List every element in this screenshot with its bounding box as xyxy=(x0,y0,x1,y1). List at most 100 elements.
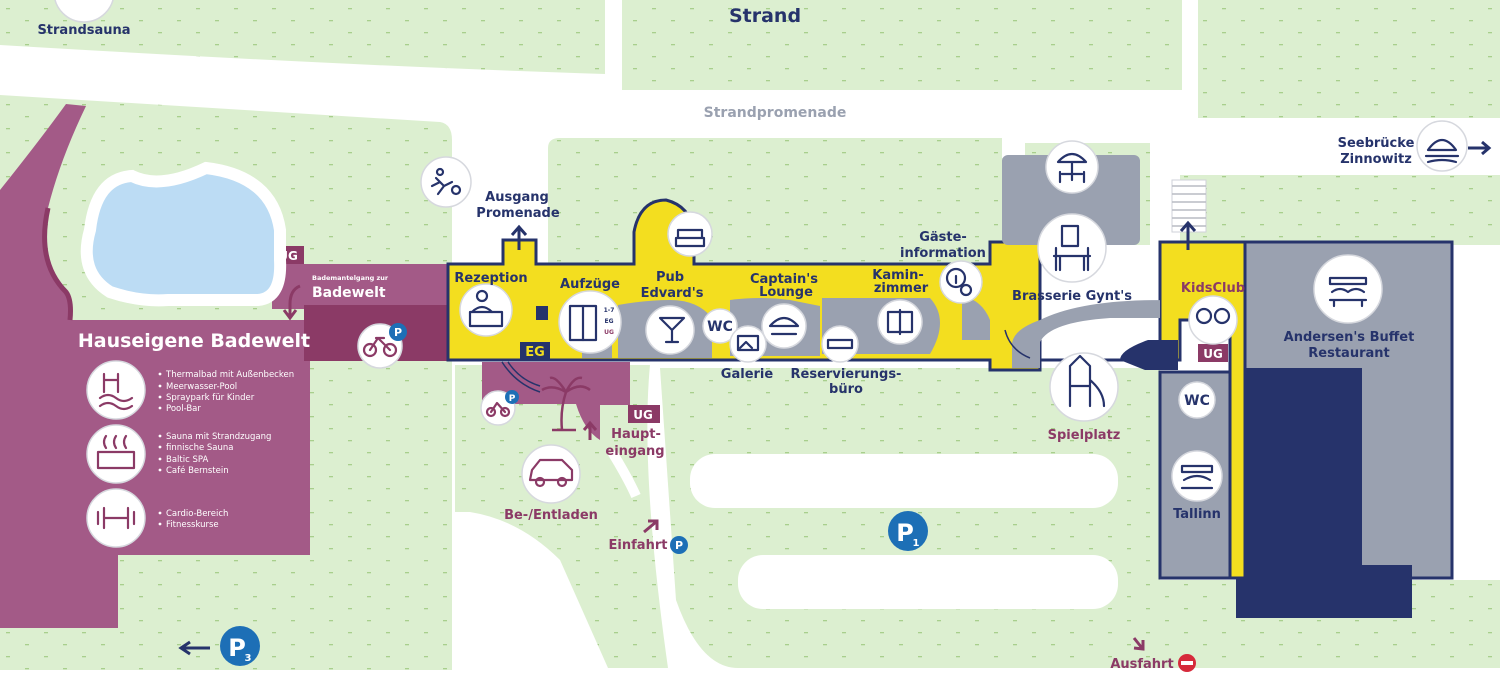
label-strandpromenade: Strandpromenade xyxy=(704,105,847,121)
brasserie-menu-icon[interactable] xyxy=(1037,213,1107,283)
strandsauna-icon[interactable] xyxy=(54,0,114,23)
label-pub: Pub xyxy=(656,270,684,285)
wellness-list-1: Thermalbad mit Außenbecken Meerwasser-Po… xyxy=(165,370,294,414)
gallery-icon[interactable] xyxy=(729,325,767,363)
captain-hat-icon[interactable] xyxy=(761,303,807,349)
fitness-icon[interactable] xyxy=(86,488,146,548)
label-eingang: eingang xyxy=(605,444,664,459)
reception-icon[interactable] xyxy=(459,283,513,337)
label-captains: Captain's xyxy=(750,272,818,287)
bike-parking-p-1: P xyxy=(394,326,402,339)
footpaths xyxy=(607,449,1118,609)
wellness-1-item-2: Meerwasser-Pool xyxy=(166,382,237,392)
label-edvards: Edvard's xyxy=(641,286,704,301)
info-icon[interactable] xyxy=(939,260,983,304)
label-buero: büro xyxy=(829,382,863,397)
elevator-icon[interactable]: 1-7 EG UG xyxy=(558,290,622,354)
lounge-sofa-icon[interactable] xyxy=(667,211,713,257)
label-tallinn: Tallinn xyxy=(1173,507,1221,522)
bike-parking-p-2: P xyxy=(509,394,516,404)
parking-p1-number: 1 xyxy=(913,538,920,549)
label-hauseigene-badewelt: Hauseigene Badewelt xyxy=(78,330,310,352)
wellness-2-item-1: Sauna mit Strandzugang xyxy=(166,432,271,442)
pool-icon[interactable] xyxy=(86,360,146,420)
label-information: information xyxy=(900,246,986,261)
wellness-bullets xyxy=(158,372,162,526)
parking-p3-number: 3 xyxy=(245,653,252,664)
label-zinnowitz: Zinnowitz xyxy=(1340,152,1412,167)
label-reservierungs: Reservierungs- xyxy=(791,367,902,382)
label-strand: Strand xyxy=(729,5,801,27)
label-promenade: Promenade xyxy=(476,206,560,221)
label-ug-badewelt: UG xyxy=(278,249,298,263)
label-ug-entrance: UG xyxy=(633,408,653,422)
label-spielplatz: Spielplatz xyxy=(1048,428,1121,443)
label-restaurant: Restaurant xyxy=(1308,346,1389,361)
reservation-icon[interactable] xyxy=(821,325,859,363)
label-bademantel-small: Bademantelgang zur xyxy=(312,274,389,282)
buffet-icon[interactable] xyxy=(1313,254,1383,324)
einfahrt-parking-sign: P xyxy=(670,536,688,554)
pier-icon[interactable] xyxy=(1416,120,1468,172)
wellness-list-2: Sauna mit Strandzugang finnische Sauna B… xyxy=(166,432,271,476)
label-rezeption: Rezeption xyxy=(454,271,527,286)
label-galerie: Galerie xyxy=(721,367,774,382)
wc-label-pub: WC xyxy=(707,319,733,335)
parking-p3-sign[interactable]: P 3 xyxy=(220,626,260,666)
wellness-3-item-2: Fitnesskurse xyxy=(166,520,219,530)
wc-icon-pub[interactable]: WC xyxy=(702,308,738,344)
parking-p3-letter: P xyxy=(228,634,246,662)
label-andersens: Andersen's Buffet xyxy=(1284,330,1415,345)
lift-floor-ug: UG xyxy=(604,329,614,336)
wellness-3-item-1: Cardio-Bereich xyxy=(166,509,228,519)
pool-water xyxy=(80,161,287,307)
kids-club-icon[interactable] xyxy=(1188,295,1238,345)
parking-p1-letter: P xyxy=(896,519,914,547)
plum-arrows xyxy=(282,284,1145,651)
label-ug-kidsclub: UG xyxy=(1203,347,1223,361)
lift-floor-eg: EG xyxy=(604,318,613,325)
sport-icon[interactable] xyxy=(420,156,472,208)
bicycle-icon-1[interactable]: P xyxy=(357,323,407,369)
wellness-1-item-4: Pool-Bar xyxy=(166,404,201,414)
playground-icon[interactable] xyxy=(1049,352,1119,422)
label-beentladen: Be-/Entladen xyxy=(504,508,598,523)
cocktail-beach-icon[interactable] xyxy=(645,305,695,355)
label-einfahrt: Einfahrt xyxy=(609,538,668,553)
label-bademantel-badewelt: Badewelt xyxy=(312,285,386,301)
wellness-2-item-4: Café Bernstein xyxy=(166,465,229,476)
label-gaeste: Gäste- xyxy=(919,230,967,245)
sauna-icon[interactable] xyxy=(86,424,146,484)
lift-floor-1: 1-7 xyxy=(604,307,615,314)
label-zimmer: zimmer xyxy=(874,281,929,296)
wellness-2-item-2: finnische Sauna xyxy=(166,443,234,453)
wellness-1-item-3: Spraypark für Kinder xyxy=(166,393,255,403)
label-eg: EG xyxy=(525,345,545,360)
palm-icon xyxy=(541,376,591,432)
label-kamin: Kamin- xyxy=(872,268,924,283)
label-strandsauna: Strandsauna xyxy=(37,23,130,38)
label-brasserie: Brasserie Gynt's xyxy=(1012,289,1132,304)
direction-arrows xyxy=(178,140,1492,656)
car-loading-icon[interactable] xyxy=(521,444,581,504)
label-ausgang: Ausgang xyxy=(485,190,549,205)
terrace-dining-icon[interactable] xyxy=(1045,140,1099,194)
label-kidsclub: KidsClub xyxy=(1181,281,1245,296)
label-seebruecke: Seebrücke xyxy=(1338,136,1415,151)
wellness-2-item-3: Baltic SPA xyxy=(166,455,208,465)
parking-p1-sign[interactable]: P 1 xyxy=(888,511,928,551)
no-entry-sign xyxy=(1178,654,1196,672)
wellness-list-3: Cardio-Bereich Fitnesskurse xyxy=(166,509,228,530)
bicycle-icon-2[interactable]: P xyxy=(480,390,519,426)
tallinn-buffet-icon[interactable] xyxy=(1171,450,1223,502)
fireplace-room-icon[interactable] xyxy=(877,299,923,345)
label-ausfahrt: Ausfahrt xyxy=(1110,657,1173,672)
einfahrt-p-letter: P xyxy=(675,539,683,552)
label-lounge: Lounge xyxy=(759,285,813,300)
label-haupt: Haupt- xyxy=(611,427,661,442)
label-aufzuege: Aufzüge xyxy=(560,277,620,292)
wellness-1-item-1: Thermalbad mit Außenbecken xyxy=(165,370,294,380)
wc-label-tallinn: WC xyxy=(1184,393,1210,409)
wc-icon-tallinn[interactable]: WC xyxy=(1178,381,1216,419)
